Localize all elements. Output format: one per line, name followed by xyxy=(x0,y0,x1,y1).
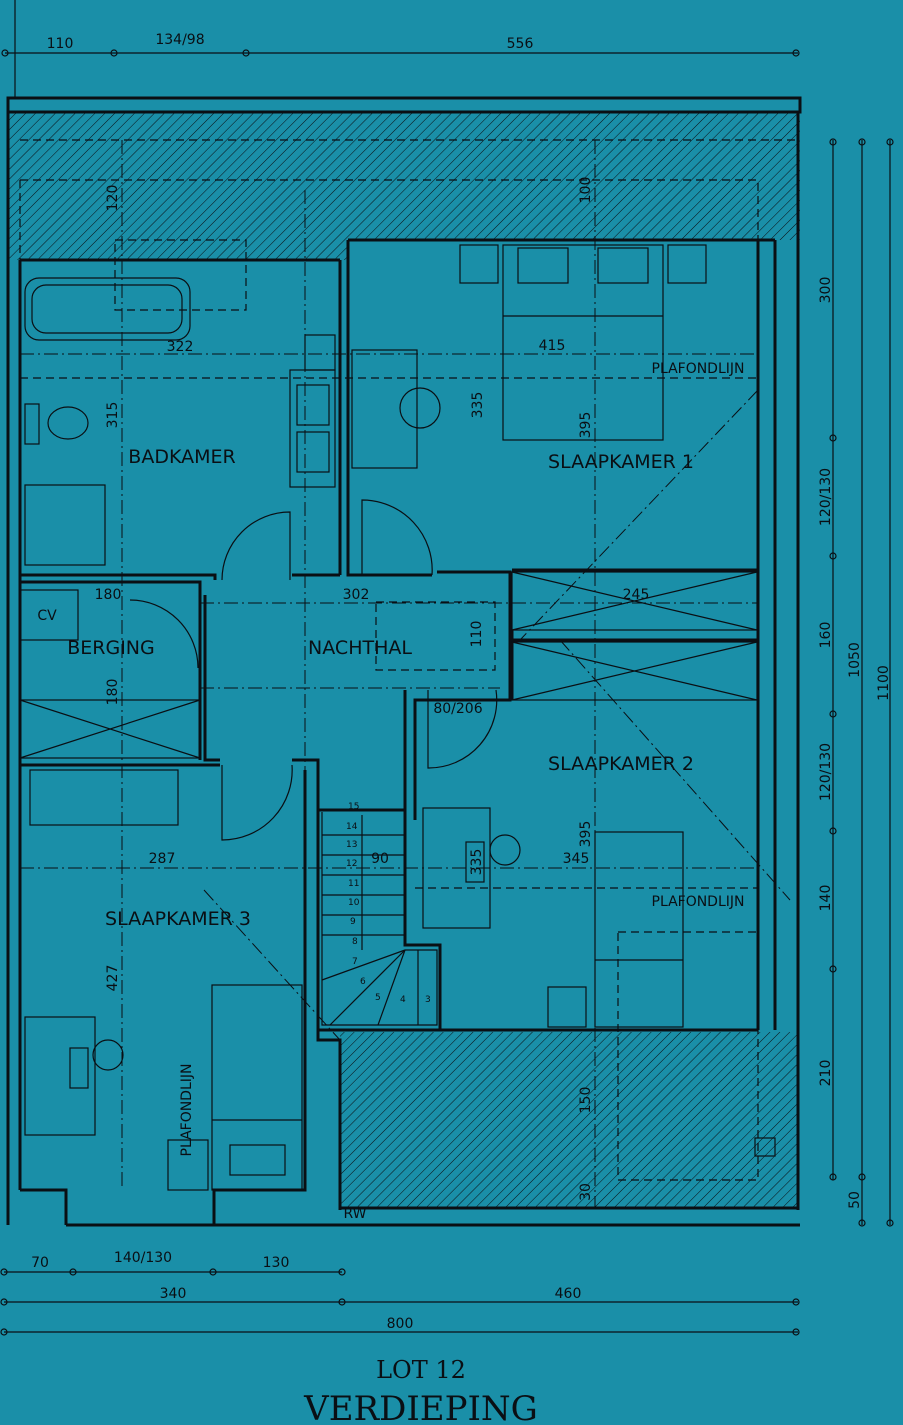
step-number: 3 xyxy=(425,995,431,1005)
dim-interior: 150 xyxy=(578,1087,594,1114)
dim-interior: 90 xyxy=(371,851,389,867)
dim-interior: 80/206 xyxy=(433,701,482,717)
dim-interior: 245 xyxy=(623,587,650,603)
dim-right: 160 xyxy=(818,622,834,649)
dim-interior: 395 xyxy=(578,821,594,848)
dim-interior: 302 xyxy=(343,587,370,603)
rw-label: RW xyxy=(343,1206,366,1222)
room-label-nachthal: NACHTHAL xyxy=(308,637,412,659)
step-number: 10 xyxy=(348,898,360,908)
step-number: 15 xyxy=(348,802,359,812)
step-number: 12 xyxy=(346,859,357,869)
step-number: 9 xyxy=(350,917,356,927)
dim-right: 300 xyxy=(818,277,834,304)
annotations: PLAFONDLIJN PLAFONDLIJN PLAFONDLIJN CV R… xyxy=(37,361,744,1222)
dim-top: 110 xyxy=(47,36,74,52)
dim-right: 120/130 xyxy=(818,468,834,526)
dim-right: 50 xyxy=(847,1191,863,1209)
dim-right: 140 xyxy=(818,885,834,912)
dim-interior: 335 xyxy=(470,392,486,419)
dim-interior: 180 xyxy=(105,679,121,706)
staircase xyxy=(321,812,438,1026)
dim-interior: 322 xyxy=(167,339,194,355)
dimension-texts: 110 134/98 556 70 140/130 130 340 460 80… xyxy=(31,32,892,1332)
dim-right: 120/130 xyxy=(818,743,834,801)
room-label-slaapkamer-1: SLAAPKAMER 1 xyxy=(548,451,694,473)
dim-interior: 427 xyxy=(105,965,121,992)
dim-bottom: 140/130 xyxy=(114,1250,172,1266)
dim-bottom: 340 xyxy=(160,1286,187,1302)
step-number: 13 xyxy=(346,840,357,850)
dim-interior: 30 xyxy=(578,1183,594,1201)
dim-right-total: 1050 xyxy=(847,642,863,678)
step-number: 7 xyxy=(352,957,358,967)
dim-interior: 287 xyxy=(149,851,176,867)
dim-interior: 345 xyxy=(563,851,590,867)
step-number: 6 xyxy=(360,977,366,987)
dim-top: 134/98 xyxy=(155,32,204,48)
dim-interior: 315 xyxy=(105,402,121,429)
dim-interior: 415 xyxy=(539,338,566,354)
room-label-slaapkamer-2: SLAAPKAMER 2 xyxy=(548,753,694,775)
dim-interior: 110 xyxy=(469,621,485,648)
dim-bottom: 460 xyxy=(555,1286,582,1302)
dim-bottom-total: 800 xyxy=(387,1316,414,1332)
roof-hatch xyxy=(8,112,800,1208)
dim-bottom: 130 xyxy=(263,1255,290,1271)
dim-interior: 335 xyxy=(469,849,485,876)
floor-title: VERDIEPING xyxy=(303,1389,538,1425)
ceiling-line-label: PLAFONDLIJN xyxy=(179,1064,195,1157)
walls xyxy=(6,96,802,1227)
dim-interior: 180 xyxy=(95,587,122,603)
hidden-lines xyxy=(19,139,798,1208)
step-number: 5 xyxy=(375,993,381,1003)
room-label-slaapkamer-3: SLAAPKAMER 3 xyxy=(105,908,251,930)
fixtures xyxy=(19,244,776,1191)
room-label-berging: BERGING xyxy=(67,637,155,659)
dim-right: 210 xyxy=(818,1060,834,1087)
ceiling-line-label: PLAFONDLIJN xyxy=(652,361,745,377)
dimension-lines xyxy=(0,0,894,1336)
dim-interior: 120 xyxy=(105,185,121,212)
step-number: 14 xyxy=(346,822,358,832)
cv-label: CV xyxy=(37,608,57,624)
stair-step-numbers: 3 4 5 6 7 8 9 10 11 12 13 14 15 xyxy=(346,802,431,1005)
lot-number: LOT 12 xyxy=(376,1356,466,1384)
step-number: 4 xyxy=(400,995,406,1005)
ceiling-line-label: PLAFONDLIJN xyxy=(652,894,745,910)
step-number: 8 xyxy=(352,937,358,947)
step-number: 11 xyxy=(348,879,359,889)
room-label-badkamer: BADKAMER xyxy=(128,446,235,468)
dim-top: 556 xyxy=(507,36,534,52)
dim-interior: 395 xyxy=(578,412,594,439)
room-labels: BADKAMER SLAAPKAMER 1 BERGING NACHTHAL S… xyxy=(67,446,694,930)
dim-interior: 100 xyxy=(578,177,594,204)
dim-right-total: 1100 xyxy=(876,665,892,701)
dim-bottom: 70 xyxy=(31,1255,49,1271)
